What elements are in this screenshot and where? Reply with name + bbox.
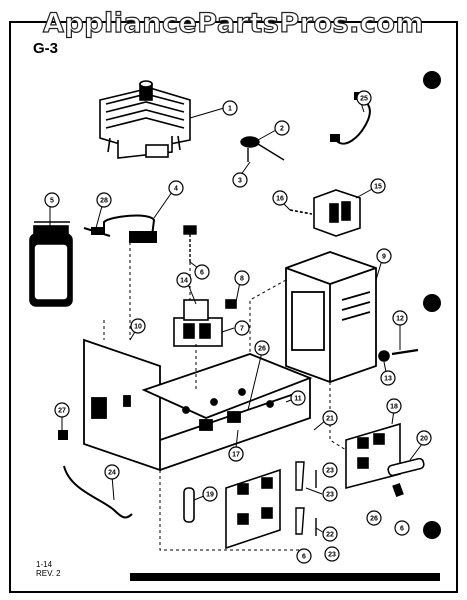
callout-number: 9 xyxy=(382,254,386,261)
callout-6: 6 xyxy=(394,520,410,536)
callout-27: 27 xyxy=(54,402,70,418)
callout-number: 2 xyxy=(280,126,284,133)
callout-number: 15 xyxy=(374,184,382,191)
fuse-board-part xyxy=(225,468,281,550)
callout-19: 19 xyxy=(202,486,218,502)
binder-hole xyxy=(423,521,441,539)
watermark-text: AppliancePartsPros.com xyxy=(42,7,425,39)
binder-hole xyxy=(423,294,441,312)
wire-terminal xyxy=(330,134,340,142)
callout-5: 5 xyxy=(44,192,60,208)
callout-20: 20 xyxy=(416,430,432,446)
connector-part xyxy=(295,461,317,536)
callout-11: 11 xyxy=(290,390,306,406)
callout-number: 26 xyxy=(370,516,378,523)
clip-part xyxy=(58,430,68,440)
callout-26: 26 xyxy=(366,510,382,526)
revision-level: REV. 2 xyxy=(36,569,61,578)
callout-3: 3 xyxy=(232,172,248,188)
callout-number: 23 xyxy=(326,492,334,499)
thermal-cutout-part xyxy=(240,136,285,162)
wire-lead-part xyxy=(63,465,133,519)
callout-23: 23 xyxy=(322,486,338,502)
callout-number: 19 xyxy=(206,492,214,499)
fuse-part xyxy=(387,457,425,477)
hv-transformer-part xyxy=(285,251,377,383)
callout-8: 8 xyxy=(234,270,250,286)
callout-number: 4 xyxy=(174,186,178,193)
callout-14: 14 xyxy=(176,272,192,288)
callout-number: 11 xyxy=(294,396,302,403)
callout-10: 10 xyxy=(130,318,146,334)
callout-number: 8 xyxy=(240,276,244,283)
callout-number: 26 xyxy=(258,346,266,353)
callout-number: 17 xyxy=(232,452,240,459)
callout-2: 2 xyxy=(274,120,290,136)
callout-12: 12 xyxy=(392,310,408,326)
callout-layer: 1234567891011121314151617181920212223242… xyxy=(44,90,432,564)
figure-label: G-3 xyxy=(33,40,59,57)
callout-number: 28 xyxy=(100,198,108,205)
chassis-plate-part xyxy=(83,338,313,472)
bolt-part xyxy=(378,348,419,362)
callout-23: 23 xyxy=(322,462,338,478)
revision-code: 1-14 xyxy=(36,560,53,569)
screw-part xyxy=(183,225,197,262)
callout-number: 6 xyxy=(400,526,404,533)
callout-25: 25 xyxy=(356,90,372,106)
callout-number: 7 xyxy=(240,326,244,333)
capacitor-part xyxy=(29,221,73,307)
callout-number: 12 xyxy=(396,316,404,323)
callout-22: 22 xyxy=(322,526,338,542)
callout-number: 23 xyxy=(326,468,334,475)
callout-number: 1 xyxy=(228,106,232,113)
callout-number: 22 xyxy=(326,532,334,539)
callout-18: 18 xyxy=(386,398,402,414)
callout-6: 6 xyxy=(194,264,210,280)
callout-26: 26 xyxy=(254,340,270,356)
callout-4: 4 xyxy=(168,180,184,196)
callout-number: 18 xyxy=(390,404,398,411)
callout-number: 23 xyxy=(328,552,336,559)
sheet-border xyxy=(9,21,458,593)
callout-number: 6 xyxy=(302,554,306,561)
scan-edge xyxy=(130,573,440,581)
callout-15: 15 xyxy=(370,178,386,194)
callout-23: 23 xyxy=(324,546,340,562)
callout-number: 21 xyxy=(326,416,334,423)
callout-number: 13 xyxy=(384,376,392,383)
terminal-board-part xyxy=(345,422,401,490)
callout-number: 25 xyxy=(360,96,368,103)
callout-number: 6 xyxy=(200,270,204,277)
callout-number: 14 xyxy=(180,278,188,285)
callout-number: 27 xyxy=(58,408,66,415)
small-transformer-part xyxy=(289,189,361,237)
callout-6: 6 xyxy=(296,548,312,564)
callout-number: 16 xyxy=(276,196,284,203)
capacitor-bracket-part xyxy=(83,214,157,243)
fuse-part xyxy=(183,487,195,523)
callout-number: 5 xyxy=(50,198,54,205)
callout-17: 17 xyxy=(228,446,244,462)
callout-leaders xyxy=(49,99,423,535)
magnetron-part xyxy=(99,80,191,159)
callout-13: 13 xyxy=(380,370,396,386)
callout-21: 21 xyxy=(322,410,338,426)
callout-number: 24 xyxy=(108,470,116,477)
callout-number: 20 xyxy=(420,436,428,443)
binder-hole xyxy=(423,71,441,89)
callout-16: 16 xyxy=(272,190,288,206)
relay-part xyxy=(173,299,237,347)
callout-24: 24 xyxy=(104,464,120,480)
callout-number: 3 xyxy=(238,178,242,185)
clip-part xyxy=(392,482,404,498)
callout-9: 9 xyxy=(376,248,392,264)
callout-number: 10 xyxy=(134,324,142,331)
callout-1: 1 xyxy=(222,100,238,116)
callout-7: 7 xyxy=(234,320,250,336)
callout-28: 28 xyxy=(96,192,112,208)
